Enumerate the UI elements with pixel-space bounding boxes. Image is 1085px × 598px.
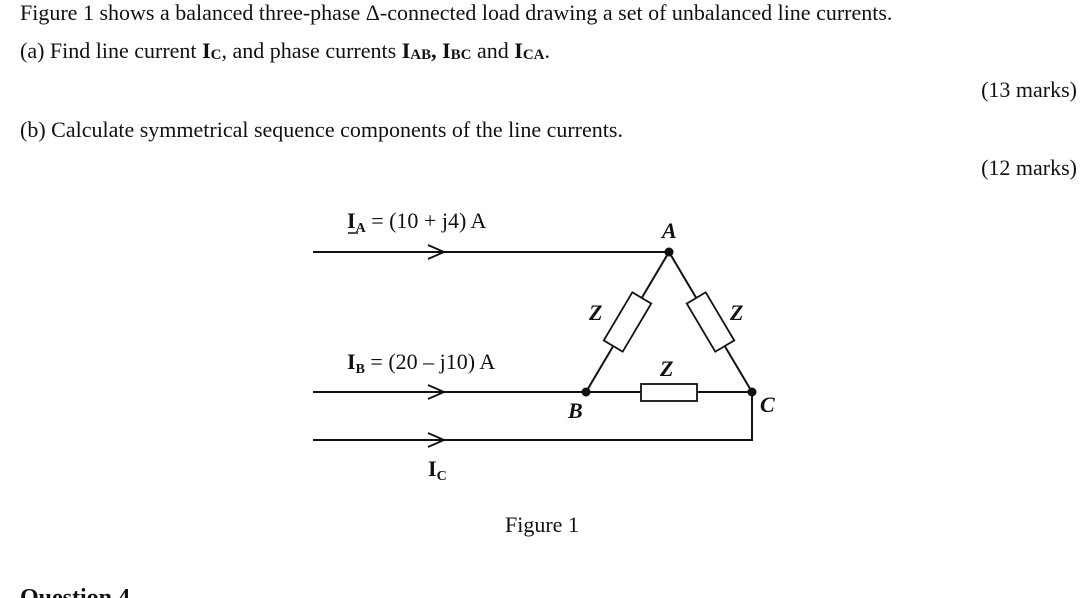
- ia-label: IA = (10 + j4) A: [347, 208, 487, 236]
- z-label-bc: Z: [659, 356, 673, 381]
- node-b-dot: [581, 387, 591, 397]
- figure-caption: Figure 1: [505, 512, 579, 537]
- next-section-heading: Question 4: [20, 585, 131, 598]
- z-label-ab: Z: [588, 300, 602, 325]
- part-a-mid: , and phase currents: [221, 38, 402, 63]
- node-b-label: B: [567, 398, 583, 423]
- part-a-and: and: [471, 38, 515, 63]
- ic-fig-subscript: C: [437, 469, 447, 484]
- node-a-dot: [664, 247, 674, 257]
- ic-label: IC: [428, 456, 447, 484]
- ia-symbol: I: [347, 208, 356, 233]
- delta-branch-ab: [585, 251, 670, 393]
- question-intro: Figure 1 shows a balanced three-phase Δ-…: [20, 0, 893, 25]
- node-c-label: C: [760, 392, 775, 417]
- part-a-marks: (13 marks): [981, 77, 1077, 102]
- ibc-subscript: BC: [450, 47, 472, 63]
- question-part-b: (b) Calculate symmetrical sequence compo…: [20, 117, 623, 142]
- line-b-arrow: [427, 384, 447, 400]
- ib-label: IB = (20 – j10) A: [347, 349, 495, 377]
- part-a-prefix: (a) Find line current: [20, 38, 203, 63]
- ia-value: = (10 + j4) A: [366, 208, 487, 233]
- node-c-dot: [747, 387, 757, 397]
- line-c-wire: [313, 392, 753, 441]
- z-label-ac: Z: [729, 300, 743, 325]
- ia-subscript: A: [356, 221, 367, 236]
- delta-branch-bc: [586, 383, 752, 402]
- part-b-marks: (12 marks): [981, 155, 1077, 180]
- ic-subscript: C: [210, 47, 222, 63]
- ic-fig-symbol: I: [428, 456, 437, 481]
- line-a-arrow: [427, 244, 447, 260]
- part-a-end: .: [544, 38, 551, 63]
- line-c-arrow: [427, 432, 447, 448]
- ica-symbol: I: [514, 38, 523, 63]
- ica-subscript: CA: [522, 47, 545, 63]
- iab-symbol: I: [401, 38, 411, 63]
- ib-symbol: I: [347, 349, 356, 374]
- ib-subscript: B: [356, 362, 365, 377]
- part-a-comma: ,: [431, 38, 443, 63]
- ic-symbol: I: [202, 38, 211, 63]
- delta-branch-ac: [668, 251, 753, 393]
- ibc-symbol: I: [442, 38, 451, 63]
- node-a-label: A: [660, 218, 677, 243]
- iab-subscript: AB: [410, 47, 432, 63]
- question-part-a: (a) Find line current IC, and phase curr…: [20, 38, 550, 68]
- ib-value: = (20 – j10) A: [365, 349, 495, 374]
